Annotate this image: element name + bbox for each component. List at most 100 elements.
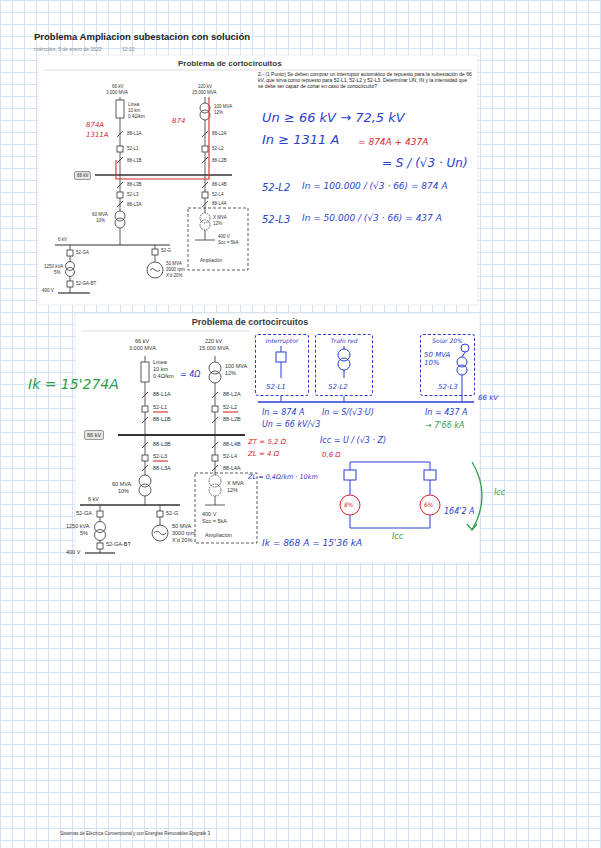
handwritten-note: = 874A + 437A bbox=[358, 137, 428, 148]
single-line-diagram bbox=[139, 484, 151, 496]
handwritten-note: Un ≥ 66 kV → 72,5 kV bbox=[262, 110, 405, 126]
single-line-diagram bbox=[200, 220, 210, 230]
single-line-diagram bbox=[147, 262, 163, 278]
equivalent-circuit bbox=[420, 495, 440, 515]
diagram-label: 88-L3A bbox=[153, 465, 171, 472]
handwritten-sketch bbox=[281, 346, 282, 352]
node-body: 2.- (1 Punto) Se deben comprar un interr… bbox=[258, 71, 473, 89]
red-markup bbox=[153, 411, 168, 412]
diagram-label: 100 MVA bbox=[214, 104, 232, 109]
slide-panel: Problema de cortocircuitos2.- (1 Punto) … bbox=[38, 55, 478, 305]
diagram-label: 12% bbox=[227, 487, 238, 494]
equivalent-circuit bbox=[430, 462, 431, 470]
diagram-label: 88-L4A bbox=[212, 201, 227, 206]
diagram-label: 52-L2 bbox=[212, 146, 224, 151]
single-line-diagram bbox=[152, 525, 168, 541]
slide-background bbox=[38, 55, 480, 563]
handwritten-sketch bbox=[344, 370, 345, 378]
single-line-diagram bbox=[212, 417, 218, 423]
red-markup bbox=[116, 97, 209, 179]
single-line-diagram bbox=[117, 182, 123, 188]
equivalent-circuit bbox=[430, 515, 431, 528]
diagram-label: 52-L3 bbox=[153, 453, 167, 460]
single-line-diagram bbox=[212, 392, 218, 398]
diagram-label: 88-L1B bbox=[153, 416, 171, 423]
handwritten-note: In = 100.000 / (√3 · 66) = 874 A bbox=[302, 181, 448, 192]
handwritten-sketch bbox=[281, 362, 282, 378]
single-line-diagram bbox=[209, 371, 221, 383]
diagram-label: X MVA bbox=[227, 480, 244, 487]
diagram-label: 88-L4B bbox=[223, 441, 241, 448]
single-line-diagram bbox=[200, 213, 210, 223]
single-line-diagram bbox=[142, 442, 148, 448]
diagram-label: X'd 20% bbox=[172, 537, 192, 544]
diagram-label: X'd 20% bbox=[166, 273, 183, 278]
diagram-label: 66 kV bbox=[112, 84, 124, 89]
handwritten-note: 6% bbox=[424, 501, 434, 508]
single-line-diagram bbox=[188, 208, 248, 270]
single-line-diagram bbox=[117, 157, 123, 163]
diagram-label: 6 kV bbox=[58, 237, 67, 242]
single-line-diagram bbox=[142, 406, 148, 412]
single-line-diagram bbox=[58, 292, 90, 293]
diagram-label: 1250 kVA bbox=[44, 264, 63, 269]
single-line-diagram bbox=[215, 496, 216, 505]
slide-background bbox=[38, 55, 478, 305]
node-heading: Solar 20% bbox=[421, 337, 474, 344]
diagram-label: 400 V bbox=[42, 288, 54, 293]
diagram-label: 88-L3B bbox=[153, 441, 171, 448]
equivalent-circuit bbox=[350, 515, 351, 528]
equivalent-circuit bbox=[350, 462, 351, 470]
diagram-label: 88-L3A bbox=[127, 202, 142, 207]
slide-background bbox=[75, 313, 480, 563]
diagram-label: 5% bbox=[80, 530, 88, 537]
single-line-diagram bbox=[202, 201, 208, 207]
single-line-diagram bbox=[212, 465, 218, 471]
diagram-label: 88-L1A bbox=[127, 131, 142, 136]
node-heading: Problema de cortocircuitos bbox=[175, 317, 325, 328]
diagram-label: 0,4Ω/km bbox=[128, 114, 145, 119]
node-heading: Trafo red bbox=[316, 337, 372, 344]
handwritten-note: Un = 66 kV/√3 bbox=[262, 420, 320, 430]
single-line-diagram bbox=[195, 240, 215, 241]
single-line-diagram bbox=[141, 362, 149, 382]
equivalent-circuit bbox=[350, 480, 351, 495]
handwritten-note: 10% bbox=[424, 359, 440, 367]
equivalent-circuit bbox=[344, 470, 356, 480]
equivalent-circuit bbox=[467, 524, 477, 530]
handwritten-note: 0,6 Ω bbox=[322, 451, 341, 459]
handwritten-note: 50 MVA bbox=[424, 351, 450, 359]
bus-tag: 66 kV bbox=[84, 430, 104, 440]
equivalent-circuit bbox=[350, 462, 430, 463]
single-line-diagram bbox=[205, 97, 206, 103]
diagram-label: 88-L1B bbox=[127, 158, 142, 163]
handwritten-note: 52-L2 bbox=[328, 383, 348, 391]
handwritten-note: ZL = 4 Ω bbox=[248, 450, 279, 458]
diagram-label: 400 V bbox=[202, 511, 216, 518]
equivalent-circuit bbox=[350, 528, 430, 529]
bus-tag: 66 kV bbox=[74, 171, 91, 180]
handwritten-note: In = 437 A bbox=[425, 408, 468, 418]
diagram-label: 220 kV bbox=[205, 338, 222, 345]
handwritten-note: 66 kV bbox=[478, 394, 498, 402]
single-line-diagram bbox=[117, 131, 123, 137]
handwritten-note: → 7'66 kA bbox=[425, 421, 464, 431]
single-line-diagram bbox=[202, 146, 208, 152]
single-line-diagram bbox=[212, 442, 218, 448]
single-line-diagram bbox=[152, 249, 158, 255]
single-line-diagram bbox=[142, 417, 148, 423]
handwritten-note: Ik = 15'274A bbox=[28, 376, 119, 393]
diagram-label: 52-L4 bbox=[212, 192, 224, 197]
diagram-label: Ampliación bbox=[205, 532, 232, 539]
single-line-diagram bbox=[80, 504, 180, 505]
handwritten-note: 52-L3 bbox=[438, 383, 458, 391]
handwritten-sketch bbox=[258, 344, 474, 402]
handwritten-sketch bbox=[462, 375, 463, 402]
single-line-diagram bbox=[117, 192, 123, 198]
equivalent-circuit bbox=[424, 470, 436, 480]
handwritten-note: Icc = U / (√3 · Z) bbox=[320, 436, 386, 446]
single-line-diagram bbox=[55, 244, 170, 245]
diagram-label: 52-GA-BT bbox=[76, 281, 96, 286]
diagram-label: 12% bbox=[213, 221, 222, 226]
handwritten-note: In = 874 A bbox=[262, 408, 305, 418]
